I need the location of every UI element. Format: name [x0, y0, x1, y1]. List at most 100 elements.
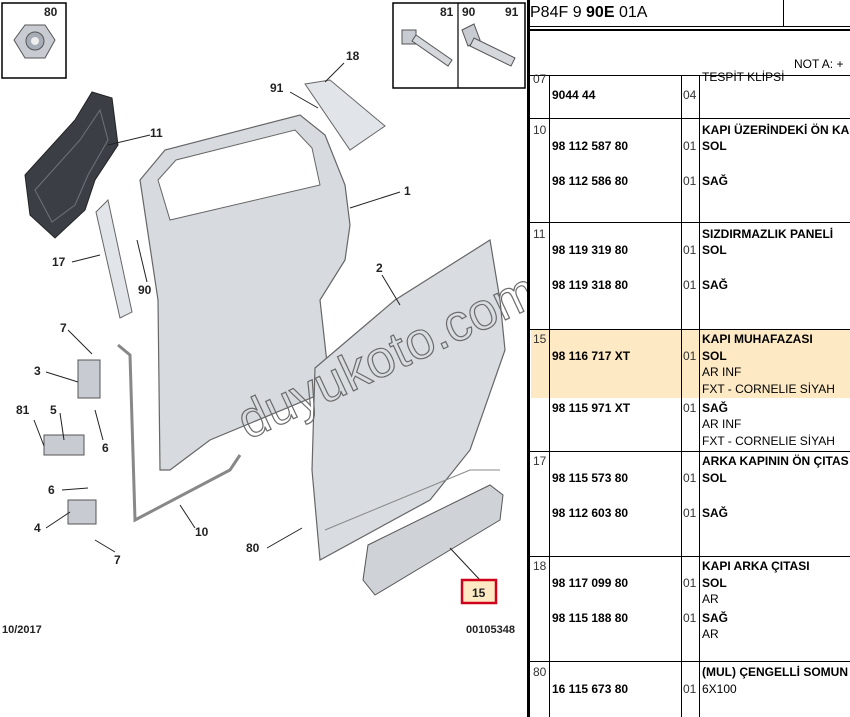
header-split [783, 0, 784, 26]
quantity: 01 [683, 174, 697, 188]
description: KAPI MUHAFAZASI [702, 332, 813, 346]
callout-17: 17 [52, 255, 66, 269]
description-side: SOL [702, 349, 727, 363]
description-position: AR [702, 627, 719, 641]
description-side: SAĞ [702, 278, 729, 292]
part-number: 9044 44 [552, 88, 596, 102]
leader-lines [33, 62, 481, 581]
ref-prefix: P84F 9 [530, 4, 587, 21]
table-row[interactable]: 17 98 115 573 80 01 ARKA KAPININ ÖN ÇITA… [530, 452, 850, 556]
callout-81: 81 [16, 403, 30, 417]
hinge-4 [67, 499, 97, 525]
parts-diagram: duyukoto.com 80 81 90 91 18 91 11 1 17 9… [1, 2, 528, 636]
note-rule [530, 75, 850, 76]
part-number: 98 112 587 80 [552, 139, 629, 153]
table-row[interactable]: 07 9044 44 04 TESPİT KLİPSİ [530, 70, 850, 118]
quantity: 01 [683, 278, 697, 292]
description-side: SOL [702, 471, 727, 485]
quantity: 04 [683, 88, 697, 102]
item-number: 15 [533, 332, 547, 346]
callout-7-bottom: 7 [114, 553, 121, 567]
header-rule-top [530, 26, 850, 27]
seal-panel-11 [24, 91, 119, 239]
reference-title: P84F 9 90E 01A [530, 4, 647, 22]
part-number: 98 117 099 80 [552, 576, 629, 590]
row-rule [530, 222, 850, 223]
table-row[interactable]: 10 98 112 587 80 01 KAPI ÜZERİNDEKİ ÖN K… [530, 119, 850, 222]
table-row[interactable]: 18 98 117 099 80 01 KAPI ARKA ÇITASI SOL… [530, 557, 850, 661]
row-rule [530, 556, 850, 557]
callout-4: 4 [34, 521, 41, 535]
description-side: SOL [702, 243, 727, 257]
row-rule [530, 329, 850, 330]
description-side: SAĞ [702, 401, 729, 415]
door-skin-2 [311, 239, 506, 561]
callout-15-highlight [460, 578, 498, 605]
callout-81-inset: 81 [440, 5, 454, 19]
callout-91-inset: 91 [505, 5, 519, 19]
ref-suffix: 01A [614, 4, 648, 21]
callout-2: 2 [376, 261, 383, 275]
part-number: 98 119 318 80 [552, 278, 629, 292]
header-rule [530, 29, 850, 31]
col-line-3 [699, 75, 700, 717]
quantity: 01 [683, 471, 697, 485]
row-highlight-15 [531, 329, 850, 398]
item-number: 10 [533, 123, 547, 137]
description-side: SAĞ [702, 174, 729, 188]
table-row[interactable]: 11 98 119 319 80 01 SIZDIRMAZLIK PANELİ … [530, 223, 850, 329]
part-number: 98 115 573 80 [552, 471, 629, 485]
col-line-1 [549, 75, 550, 717]
quantity: 01 [683, 401, 697, 415]
table-row[interactable]: 80 16 115 673 80 01 (MUL) ÇENGELLİ SOMUN… [530, 662, 850, 717]
table-row-highlighted[interactable]: 15 98 116 717 XT 01 KAPI MUHAFAZASI SOL … [530, 330, 850, 451]
description-side: SOL [702, 139, 727, 153]
description-side: SAĞ [702, 611, 729, 625]
description-size: 6X100 [702, 682, 737, 696]
description-position: AR INF [702, 417, 742, 431]
description: KAPI ÜZERİNDEKİ ÖN KA [702, 123, 850, 137]
callout-18: 18 [346, 49, 360, 63]
callout-6-lower: 6 [48, 483, 55, 497]
callout-15: 15 [472, 586, 486, 600]
callout-1: 1 [404, 184, 411, 198]
quantity: 01 [683, 506, 697, 520]
callout-80: 80 [246, 541, 260, 555]
nut-80-icon [13, 24, 56, 59]
door-guard-15 [362, 484, 504, 596]
clip-90-91-icon [461, 23, 516, 67]
part-number: 98 115 971 XT [552, 401, 631, 415]
row-rule [530, 118, 850, 119]
description: (MUL) ÇENGELLİ SOMUN [702, 665, 848, 679]
callout-11: 11 [150, 126, 163, 140]
item-number: 17 [533, 454, 547, 468]
col-line-2 [681, 75, 682, 717]
item-number: 18 [533, 559, 547, 573]
row-rule [530, 451, 850, 452]
quantity: 01 [683, 576, 697, 590]
note-a: NOT A: + [794, 57, 844, 71]
callout-80-inset: 80 [44, 5, 58, 19]
part-number: 16 115 673 80 [552, 682, 629, 696]
item-number: 80 [533, 665, 547, 679]
callout-6-upper: 6 [102, 441, 109, 455]
callout-90: 90 [138, 283, 152, 297]
callout-5: 5 [50, 403, 57, 417]
part-number: 98 115 188 80 [552, 611, 629, 625]
callout-7-top: 7 [60, 321, 67, 335]
part-number: 98 112 586 80 [552, 174, 629, 188]
description-position: AR [702, 592, 719, 606]
description: SIZDIRMAZLIK PANELİ [702, 227, 834, 241]
callout-91: 91 [270, 81, 284, 95]
row-rule [530, 661, 850, 662]
quantity: 01 [683, 349, 697, 363]
callout-90-inset: 90 [462, 5, 476, 19]
inset-box-81-90-91 [392, 2, 526, 89]
quantity: 01 [683, 611, 697, 625]
callout-labels: 80 81 90 91 18 91 11 1 17 90 2 7 3 5 81 … [16, 5, 519, 567]
callout-10: 10 [195, 525, 209, 539]
description: KAPI ARKA ÇITASI [702, 559, 810, 573]
strip-17 [95, 198, 133, 319]
diagram-date: 10/2017 [2, 624, 42, 636]
item-number: 07 [533, 72, 547, 86]
